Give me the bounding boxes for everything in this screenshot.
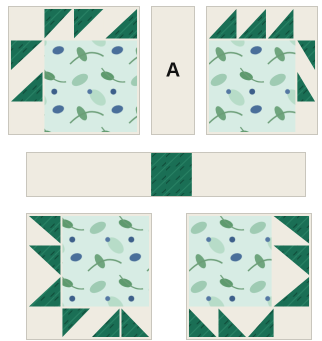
bear-paw-block-top-right <box>206 6 318 135</box>
sashing-label: A <box>152 59 194 82</box>
bear-paw-block-bottom-right <box>186 213 312 340</box>
block-fabric-art <box>207 7 317 134</box>
block-fabric-art <box>27 214 151 339</box>
block-fabric-art <box>187 214 311 339</box>
bear-paw-block-top-left <box>8 6 140 135</box>
sashing-strip-horizontal <box>26 152 306 197</box>
block-fabric-art <box>9 7 139 134</box>
cornerstone-art <box>27 153 305 196</box>
cornerstone-square <box>151 153 192 196</box>
bear-paw-block-bottom-left <box>26 213 152 340</box>
sashing-strip-a: A <box>151 6 195 135</box>
